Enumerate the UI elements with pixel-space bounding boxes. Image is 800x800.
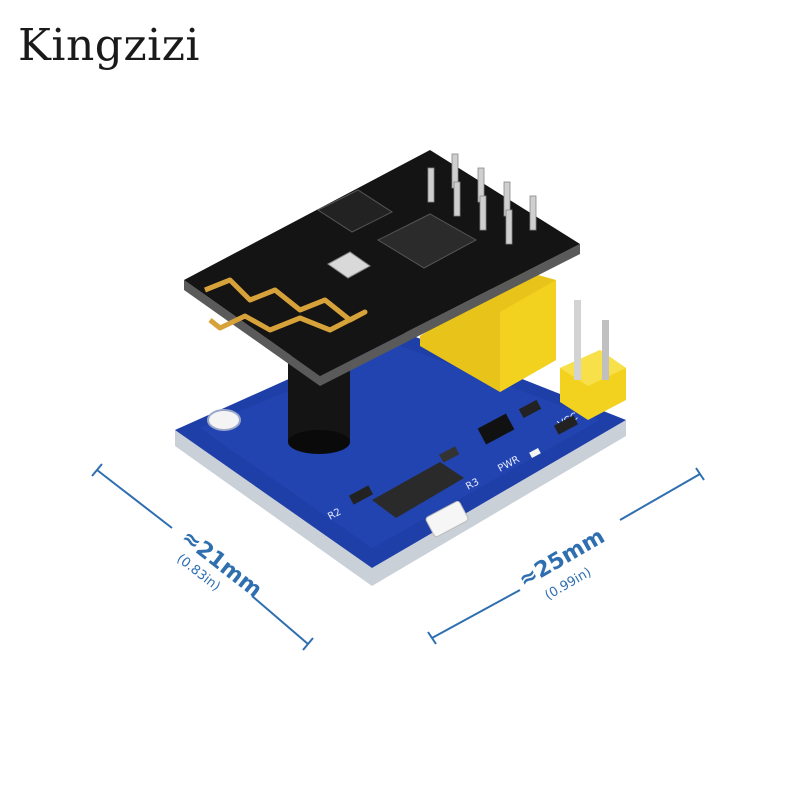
module-pins (427, 153, 537, 245)
reset-button (372, 462, 469, 538)
brand-watermark: Kingzizi (18, 20, 200, 71)
wifi-module (184, 150, 580, 386)
crystal (327, 251, 371, 279)
smd-components (348, 399, 579, 505)
yellow-pin-header (560, 300, 626, 420)
flash-chip (316, 189, 394, 233)
antenna-trace (204, 277, 368, 333)
wifi-chip (376, 213, 478, 269)
yellow-socket (420, 270, 556, 392)
